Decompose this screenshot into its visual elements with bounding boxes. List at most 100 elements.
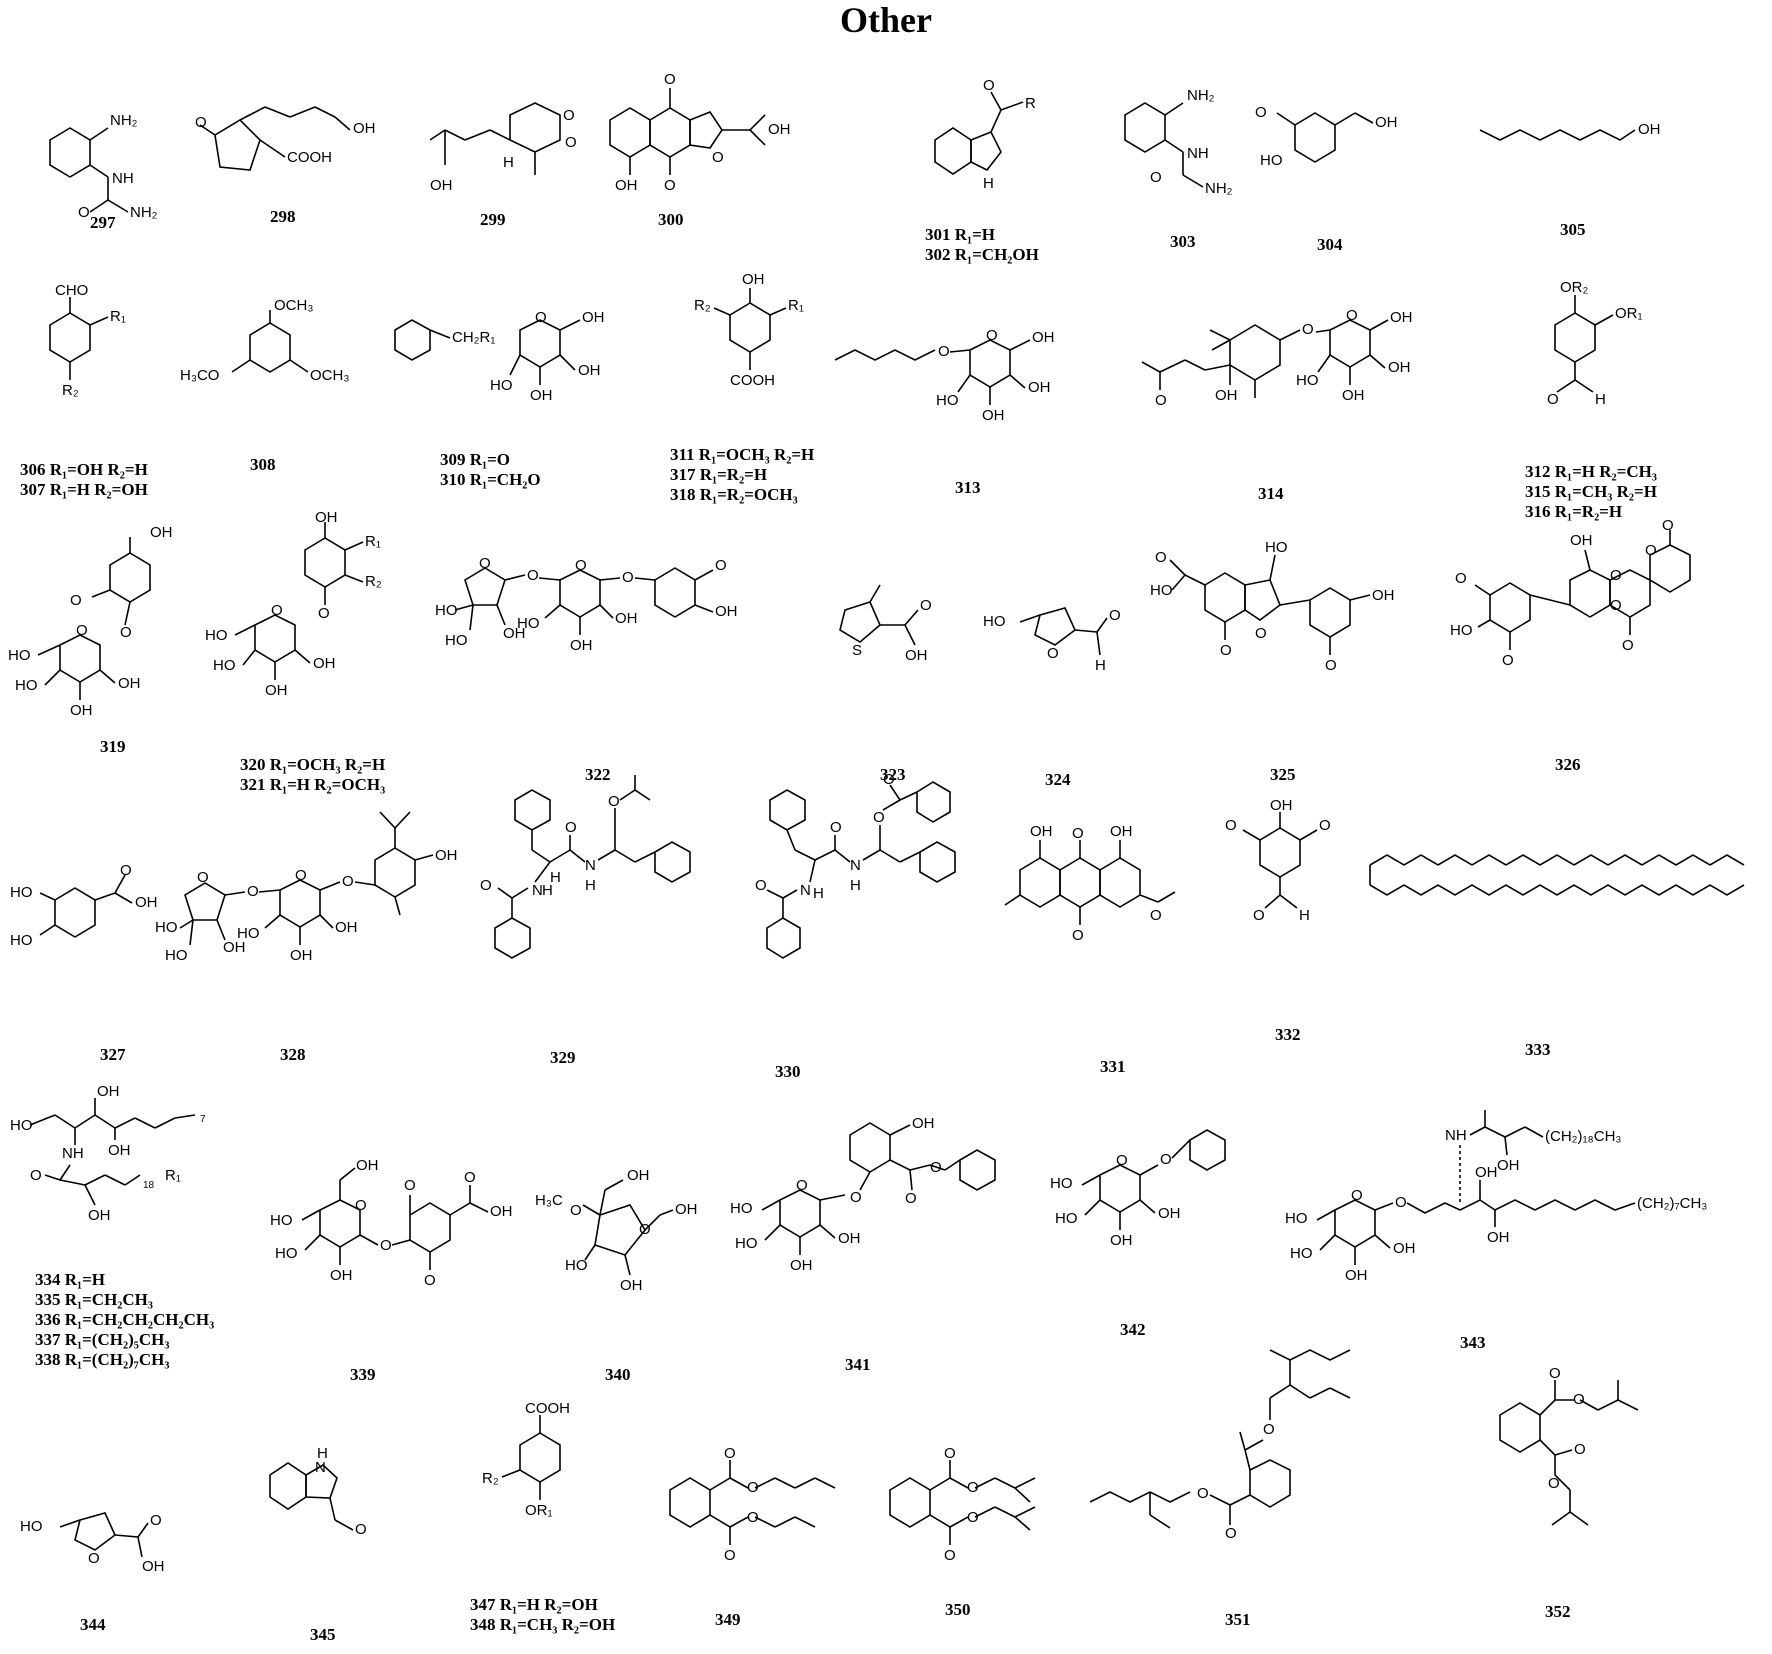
structure-324: HO O O H	[983, 607, 1121, 674]
atom-oh: OH	[223, 939, 246, 956]
atom-ch2-7-ch3: (CH₂)₇CH₃	[1637, 1195, 1707, 1212]
atom-oh: OH	[313, 655, 336, 672]
atom-o: O	[464, 1169, 476, 1186]
atom-oh: OH	[1375, 114, 1398, 131]
structure-308: OCH₃ H₃CO OCH₃	[180, 297, 349, 384]
atom-sub18: 18	[143, 1180, 155, 1191]
atom-ho: HO	[20, 1518, 43, 1535]
compound-number: 341	[845, 1355, 871, 1374]
substituent-line: 311 R₁=OCH₃ R₂=H	[670, 445, 815, 464]
compound-number: 339	[350, 1365, 376, 1384]
atom-h: H	[1299, 907, 1310, 924]
structure-343: NH (CH₂)₁₈CH₃ OH O O HO HO OH OH OH OH (…	[1285, 1110, 1707, 1284]
compound-number: 328	[280, 1045, 306, 1064]
atom-oh: OH	[615, 610, 638, 627]
structure-300: O O OH O OH	[609, 71, 791, 194]
structure-299: OH H O O	[429, 102, 577, 194]
structure-347: COOH R₂ OR₁	[482, 1400, 570, 1519]
atom-h3co: H₃CO	[180, 367, 219, 384]
substituent-line: 307 R₁=H R₂=OH	[20, 480, 148, 499]
structure-333	[1369, 854, 1745, 896]
compound-number: 297	[90, 213, 116, 232]
atom-nh2: NH₂	[110, 112, 138, 129]
structure-312: OR₂ OR₁ O H	[1547, 279, 1643, 408]
atom-o: O	[1225, 817, 1237, 834]
compound-number: 324	[1045, 770, 1071, 789]
compound-306-307: CHO R₁ R₂ 306 R₁=OH R₂=H 307 R₁=H R₂=OH	[20, 282, 190, 499]
atom-o: O	[295, 867, 307, 884]
atom-oh: OH	[1030, 823, 1053, 840]
atom-o: O	[570, 1202, 582, 1219]
atom-ho: HO	[237, 925, 260, 942]
atom-r2: R₂	[62, 382, 79, 399]
compound-number: 327	[100, 1045, 126, 1064]
atom-o: O	[1116, 1152, 1128, 1169]
substituent-line: 338 R₁=(CH₂)₇CH₃	[35, 1350, 170, 1369]
structure-304: O HO OH	[1255, 104, 1398, 169]
atom-o: O	[830, 819, 842, 836]
structure-340: H₃C O OH OH O HO OH	[535, 1167, 698, 1294]
substituent-line: 312 R₁=H R₂=CH₃	[1525, 462, 1657, 481]
atom-o: O	[1395, 1194, 1407, 1211]
atom-n: N	[850, 857, 861, 874]
atom-o: O	[318, 605, 330, 622]
compound-number: 300	[658, 210, 684, 229]
atom-h: H	[503, 154, 514, 171]
atom-oh: OH	[330, 1267, 353, 1284]
compound-297: NH₂ NH NH₂ O 297	[30, 95, 170, 245]
atom-ho: HO	[270, 1212, 293, 1229]
atom-oh: OH	[905, 647, 928, 664]
structure-329: O N H H N H O O	[480, 775, 691, 959]
atom-ho: HO	[10, 932, 33, 949]
compound-311-317-318: OH R₂ R₁ COOH 311 R₁=OCH₃ R₂=H 317 R₁=R₂…	[670, 270, 860, 510]
substituent-line: 318 R₁=R₂=OCH₃	[670, 485, 798, 504]
atom-o: O	[404, 1177, 416, 1194]
atom-o: O	[271, 602, 283, 619]
structure-349: O O O O	[669, 1445, 836, 1564]
substituent-line: 337 R₁=(CH₂)₅CH₃	[35, 1330, 170, 1349]
atom-o: O	[565, 819, 577, 836]
compound-number: 342	[1120, 1320, 1146, 1339]
atom-och3: OCH₃	[274, 297, 313, 314]
substituent-line: 316 R₁=R₂=H	[1525, 502, 1623, 521]
atom-ho: HO	[213, 657, 236, 674]
atom-oh: OH	[675, 1201, 698, 1218]
atom-ho: HO	[445, 632, 468, 649]
atom-n: N	[585, 857, 596, 874]
atom-oh: OH	[335, 919, 358, 936]
atom-or1: OR₁	[1615, 305, 1643, 322]
atom-o: O	[479, 555, 491, 572]
compound-number: 326	[1555, 755, 1581, 774]
atom-h: H	[813, 885, 824, 902]
compound-number: 304	[1317, 235, 1343, 254]
structure-301: R O H	[934, 77, 1036, 192]
atom-oh: OH	[353, 120, 376, 137]
atom-ho: HO	[205, 627, 228, 644]
structure-330: O N H N H O O O	[755, 771, 956, 959]
atom-o: O	[565, 134, 577, 151]
atom-nh2: NH₂	[130, 204, 158, 221]
atom-oh: OH	[1110, 823, 1133, 840]
atom-oh: OH	[490, 1203, 513, 1220]
structure-325: O HO HO O O OH O	[1150, 539, 1395, 674]
atom-o: O	[1220, 642, 1232, 659]
atom-oh: OH	[912, 1115, 935, 1132]
compound-344: HO O O OH 344	[10, 1485, 210, 1640]
compound-308: OCH₃ H₃CO OCH₃ 308	[180, 297, 370, 474]
atom-oh: OH	[768, 121, 791, 138]
atom-oh: OH	[70, 702, 93, 719]
atom-oh: OH	[108, 1142, 131, 1159]
atom-och3: OCH₃	[310, 367, 349, 384]
compound-319: OH O O O HO HO OH OH 319	[0, 524, 200, 765]
atom-o: O	[986, 327, 998, 344]
atom-nh: NH	[112, 170, 134, 187]
atom-o: O	[1263, 1421, 1275, 1438]
compound-349: O O O O 349	[650, 1440, 880, 1640]
atom-ho: HO	[1290, 1245, 1313, 1262]
structure-344: HO O O OH	[20, 1512, 165, 1575]
compound-304: O HO OH 304	[1255, 85, 1405, 254]
atom-o: O	[1150, 169, 1162, 186]
compound-number: 333	[1525, 1040, 1551, 1059]
atom-oh: OH	[615, 177, 638, 194]
atom-cooh: COOH	[525, 1400, 570, 1417]
